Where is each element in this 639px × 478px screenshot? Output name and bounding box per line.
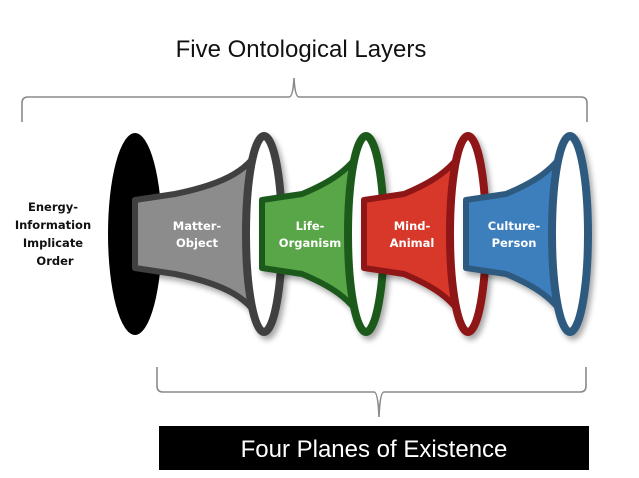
layer-label-line: Mind-	[394, 219, 431, 233]
layer-label-line: Person	[492, 236, 537, 250]
bottom-brace	[156, 367, 587, 418]
layer-funnels: Matter- Object Life- Organism Mind- Animal Cul…	[132, 132, 592, 336]
top-brace	[21, 77, 588, 122]
source-label-line: Information	[15, 218, 91, 232]
layer-label-line: Life-	[296, 219, 325, 233]
source-label-line: Order	[36, 254, 73, 268]
layer-label: Matter- Object	[173, 219, 222, 250]
funnel-ring	[548, 132, 592, 336]
source-label-line: Energy-	[28, 200, 78, 214]
source-label: Energy- Information Implicate Order	[15, 200, 95, 268]
diagram-title: Five Ontological Layers	[176, 36, 427, 63]
layer-label-line: Organism	[279, 236, 341, 250]
bottom-label: Four Planes of Existence	[241, 436, 508, 463]
layer-label-line: Culture-	[488, 219, 541, 233]
layer-label: Culture- Person	[488, 219, 541, 250]
layer-label: Life- Organism	[279, 219, 341, 250]
bottom-label-bar	[159, 426, 589, 470]
layer-culture-person: Culture- Person	[463, 132, 592, 336]
layer-label: Mind- Animal	[390, 219, 435, 250]
layer-label-line: Animal	[390, 236, 435, 250]
layer-label-line: Object	[176, 236, 219, 250]
layer-label-line: Matter-	[173, 219, 222, 233]
source-label-line: Implicate	[23, 236, 83, 250]
